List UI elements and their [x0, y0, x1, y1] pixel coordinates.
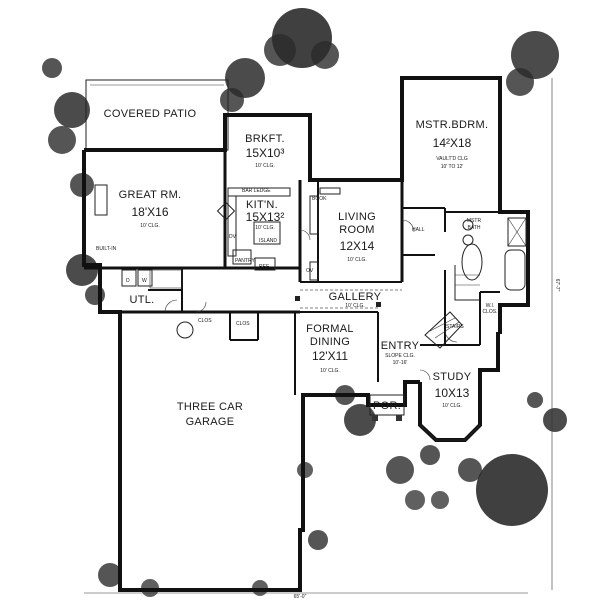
label-living-room: LIVING [338, 211, 376, 223]
dimension-labels: 65'-0" 67'-7" [294, 279, 560, 600]
label-clos-2: CLOS [236, 321, 250, 327]
label-covered-patio: COVERED PATIO [104, 108, 197, 120]
label-utl: UTL. [129, 294, 154, 306]
label-wic-2: CLOS. [482, 309, 497, 315]
label-w: W [142, 278, 147, 284]
label-great-rm: GREAT RM. [119, 189, 182, 201]
label-entry-clg2: 10'-16' [393, 360, 408, 366]
label-formal-dining: FORMAL [306, 323, 354, 335]
label-entry-clg: SLOPE CLG. [385, 353, 415, 359]
label-ov: OV [306, 268, 314, 274]
label-gallery-clg: 10' CLG. [345, 303, 365, 309]
landscaping [42, 8, 567, 597]
label-great-rm-dim: 18'X16 [132, 205, 169, 219]
label-study-dim: 10X13 [435, 386, 470, 400]
interior-walls [84, 150, 500, 395]
label-great-rm-clg: 10' CLG. [140, 223, 160, 229]
label-island: ISLAND [259, 238, 277, 244]
label-garage: THREE CAR [177, 401, 243, 413]
label-kitn-dim: 15X13² [246, 210, 285, 224]
label-mstr-bath: MSTR [467, 218, 482, 224]
label-mstr-bath-2: BATH [468, 225, 481, 231]
label-formal-dining-clg: 10' CLG. [320, 368, 340, 374]
room-labels: COVERED PATIO BRKFT. 15X10³ 10' CLG. GRE… [96, 108, 498, 428]
label-mstr-bdrm: MSTR.BDRM. [416, 119, 489, 131]
label-book: BOOK [312, 196, 327, 202]
label-brkft: BRKFT. [245, 133, 285, 145]
label-kitn-clg: 10' CLG. [255, 225, 275, 231]
label-brkft-clg: 10' CLG. [255, 163, 275, 169]
label-living-room-clg: 10' CLG. [347, 257, 367, 263]
label-gallery: GALLERY [329, 291, 382, 303]
fixtures [84, 78, 553, 594]
label-living-room-2: ROOM [339, 224, 374, 236]
label-mstr-bdrm-dim: 14²X18 [433, 136, 472, 150]
label-entry: ENTRY [381, 340, 420, 352]
label-mstr-bdrm-clg1: VAULT'D CLG [436, 156, 468, 162]
label-dv: DV [229, 234, 237, 240]
label-ref: REF [259, 264, 269, 270]
label-overall-width: 65'-0" [294, 594, 307, 600]
label-garage-2: GARAGE [186, 416, 235, 428]
label-kitn: KIT'N. [246, 199, 278, 211]
label-built-in: BUILT-IN [96, 246, 117, 252]
label-study-clg: 10' CLG. [442, 403, 462, 409]
label-formal-dining-dim: 12'X11 [312, 349, 348, 363]
label-living-room-dim: 12X14 [340, 239, 375, 253]
label-por: POR. [373, 400, 401, 412]
label-mstr-bdrm-clg2: 10' TO 12' [441, 164, 464, 170]
label-stairs: STAIRS [446, 324, 464, 330]
label-pantry: PANTRY [235, 258, 255, 264]
label-formal-dining-2: DINING [310, 336, 350, 348]
label-brkft-dim: 15X10³ [246, 146, 285, 160]
label-wic: W.I. [486, 303, 495, 309]
label-overall-depth: 67'-7" [554, 279, 560, 292]
label-hall: HALL [412, 227, 425, 233]
label-study: STUDY [433, 371, 472, 383]
label-d: D [126, 278, 130, 284]
label-clos: CLOS [198, 318, 212, 324]
label-bar-ledge: BAR LEDGE [242, 188, 271, 194]
